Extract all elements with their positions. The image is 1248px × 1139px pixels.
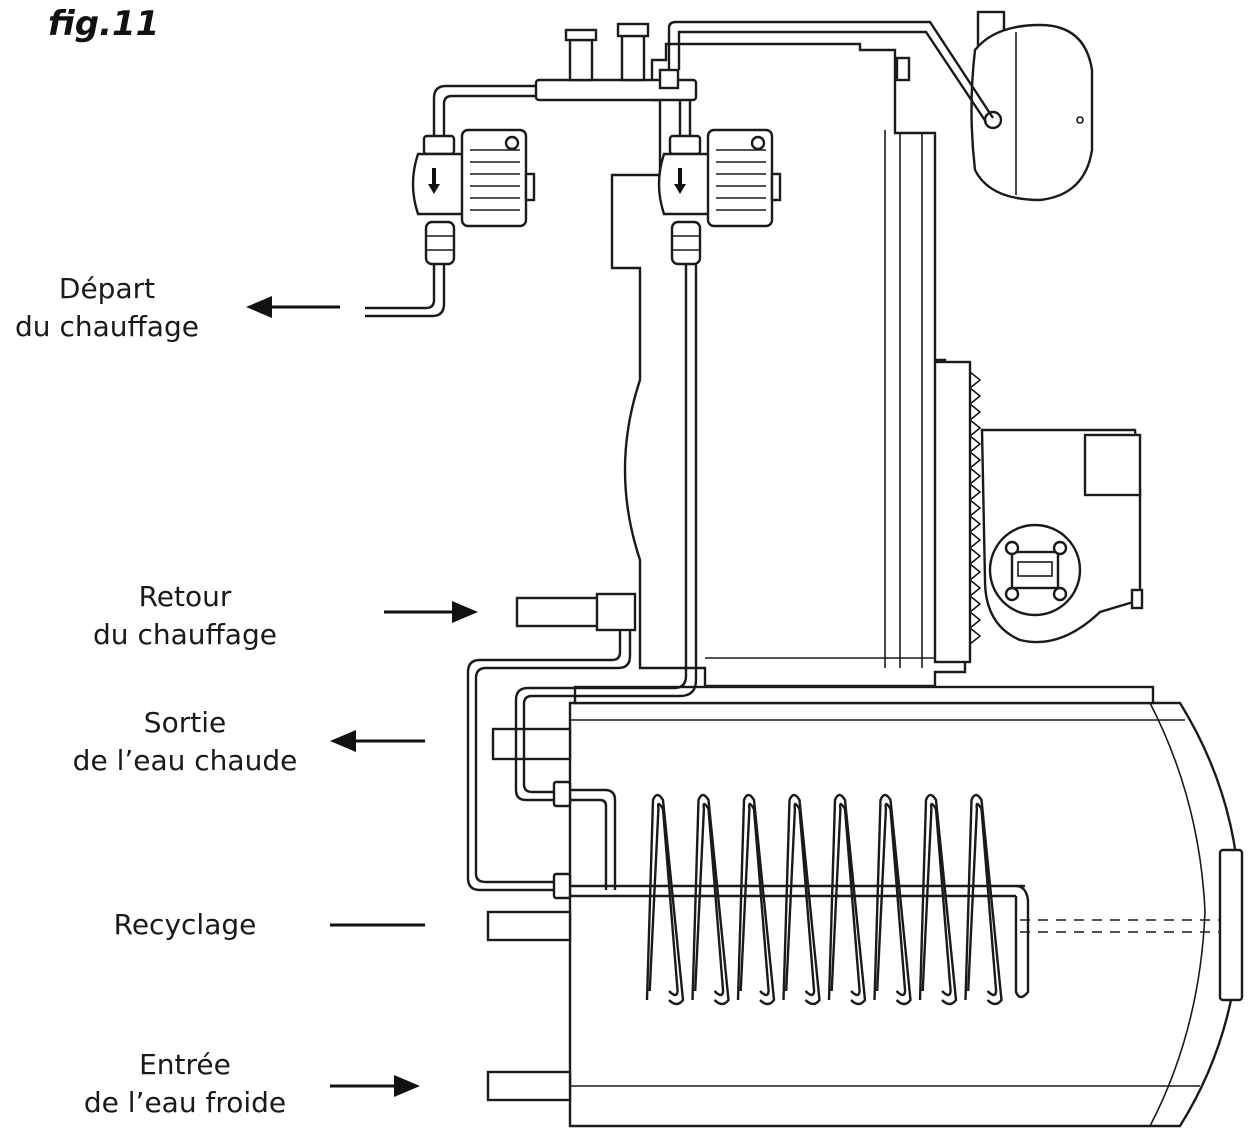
- hot-water-tank: [568, 685, 1244, 1128]
- coil-loop-3-inner: [739, 802, 770, 997]
- label-sortie-eau-chaude: Sortie de l’eau chaude: [60, 704, 310, 780]
- label-entree-eau-froide: Entrée de l’eau froide: [70, 1046, 300, 1122]
- coil-loop-4-inner: [785, 802, 816, 997]
- coil-loop-4-outer: [782, 793, 821, 1006]
- label-entree-line1: Entrée: [139, 1048, 231, 1081]
- expansion-vessel: [970, 10, 1094, 202]
- label-retour-line1: Retour: [138, 580, 232, 613]
- label-retour-chauffage: Retour du chauffage: [90, 578, 280, 654]
- coil-loop-8-inner: [967, 802, 998, 997]
- circulator-pump-1: [411, 128, 536, 266]
- arrow-entree: [330, 1075, 420, 1097]
- arrow-sortie: [330, 730, 425, 752]
- coil-loop-2-inner: [694, 802, 725, 997]
- coil-loop-5-outer: [827, 793, 867, 1006]
- heat-exchanger-coil: [645, 793, 1030, 1006]
- label-retour-line2: du chauffage: [93, 618, 277, 651]
- label-depart-chauffage: Départ du chauffage: [12, 270, 202, 346]
- coil-loop-6-outer: [873, 793, 912, 1006]
- circulator-pump-2: [657, 128, 782, 266]
- coil-loop-5-inner: [830, 802, 861, 997]
- arrow-depart: [246, 296, 340, 318]
- figure-title: fig.11: [48, 4, 160, 44]
- pipework: [365, 20, 1025, 900]
- burner: [933, 360, 1144, 664]
- coil-loop-7-inner: [921, 802, 952, 997]
- coil-end-return: [1014, 884, 1030, 999]
- label-entree-line2: de l’eau froide: [83, 1086, 287, 1119]
- coil-loop-1-outer: [645, 793, 685, 1006]
- coil-loop-7-outer: [918, 793, 958, 1006]
- label-depart-line1: Départ: [58, 272, 156, 305]
- label-sortie-line2: de l’eau chaude: [72, 744, 298, 777]
- coil-loop-6-inner: [876, 802, 907, 997]
- tank-stubs: [486, 592, 637, 1102]
- arrow-retour: [384, 601, 478, 623]
- boiler-body: [610, 42, 967, 688]
- coil-loop-3-outer: [736, 793, 776, 1006]
- label-recyclage-line1: Recyclage: [113, 908, 257, 941]
- coil-loop-8-outer: [964, 793, 1003, 1006]
- label-depart-line2: du chauffage: [15, 310, 199, 343]
- coil-loop-2-outer: [691, 793, 730, 1006]
- coil-loop-1-inner: [648, 802, 679, 997]
- label-sortie-line1: Sortie: [143, 706, 227, 739]
- label-recyclage: Recyclage: [100, 906, 270, 944]
